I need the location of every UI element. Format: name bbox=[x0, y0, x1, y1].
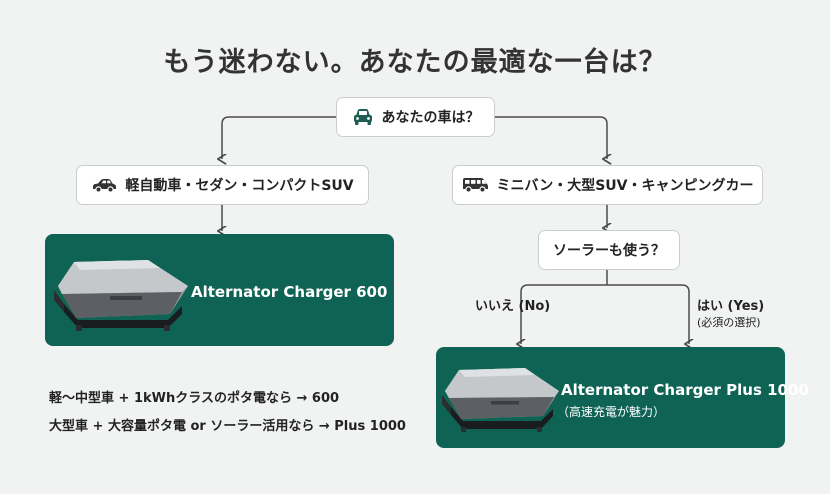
charger-device-icon bbox=[54, 260, 188, 331]
branch-no-label: いいえ (No) bbox=[475, 299, 551, 314]
product-1000-name: Alternator Charger Plus 1000 bbox=[561, 381, 809, 399]
product-600-card: Alternator Charger 600 bbox=[45, 234, 394, 346]
branch-yes-label: はい (Yes) bbox=[697, 299, 765, 314]
page-title: もう迷わない。あなたの最適な一台は？ bbox=[163, 47, 667, 78]
branch-yes-note: (必須の選択) bbox=[697, 316, 761, 329]
line-to-small bbox=[222, 116, 336, 159]
question-car-text: あなたの車は？ bbox=[381, 110, 480, 126]
question-solar-box: ソーラーも使う？ bbox=[538, 230, 680, 270]
line-to-no bbox=[521, 284, 607, 344]
summary-line-1: 軽〜中型車 + 1kWhクラスのポタ電なら → 600 bbox=[49, 391, 340, 406]
sedan-icon bbox=[93, 178, 117, 193]
car-front-icon bbox=[353, 109, 372, 125]
line-to-yes bbox=[607, 284, 689, 344]
option-large-box: ミニバン・大型SUV・キャンピングカー bbox=[452, 165, 763, 205]
product-1000-card: Alternator Charger Plus 1000 （高速充電が魅力） bbox=[436, 347, 809, 448]
option-small-text: 軽自動車・セダン・コンパクトSUV bbox=[125, 178, 354, 194]
summary-line-2: 大型車 + 大容量ポタ電 or ソーラー活用なら → Plus 1000 bbox=[49, 419, 406, 434]
product-1000-note: （高速充電が魅力） bbox=[557, 405, 666, 419]
option-large-text: ミニバン・大型SUV・キャンピングカー bbox=[496, 178, 754, 194]
product-600-name: Alternator Charger 600 bbox=[191, 283, 388, 301]
option-small-box: 軽自動車・セダン・コンパクトSUV bbox=[76, 165, 369, 205]
van-icon bbox=[462, 178, 488, 193]
question-car-box: あなたの車は？ bbox=[336, 97, 495, 137]
charger-device-icon bbox=[442, 368, 559, 432]
question-solar-text: ソーラーも使う？ bbox=[553, 243, 665, 259]
line-to-large bbox=[495, 116, 607, 159]
